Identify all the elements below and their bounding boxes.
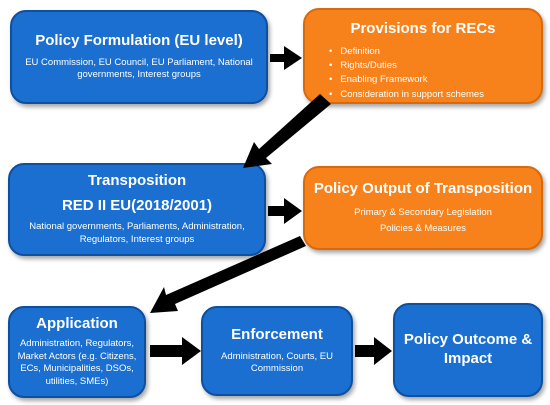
application-subtitle: Administration, Regulators, Market Actor… bbox=[17, 337, 137, 388]
arrow-transposition-to-output bbox=[268, 198, 302, 224]
transposition-title: Transposition bbox=[87, 171, 187, 189]
arrow-application-to-enforcement bbox=[150, 337, 201, 365]
outcome-box: Policy Outcome & Impact bbox=[393, 303, 543, 397]
provisions-box: Provisions for RECs Definition Rights/Du… bbox=[303, 8, 543, 104]
policy-formulation-title: Policy Formulation (EU level) bbox=[35, 31, 243, 49]
provision-item: Definition bbox=[329, 45, 484, 59]
policy-formulation-subtitle: EU Commission, EU Council, EU Parliament… bbox=[25, 56, 253, 81]
policy-output-line-1: Primary & Secondary Legislation bbox=[354, 206, 492, 218]
provisions-list: Definition Rights/Duties Enabling Framew… bbox=[305, 45, 484, 102]
policy-output-box: Policy Output of Transposition Primary &… bbox=[303, 166, 543, 250]
arrow-provisions-to-transposition bbox=[243, 94, 331, 168]
policy-output-title: Policy Output of Transposition bbox=[313, 179, 533, 197]
arrow-enforcement-to-outcome bbox=[355, 337, 392, 365]
provision-item: Enabling Framework bbox=[329, 73, 484, 87]
transposition-subtitle: National governments, Parliaments, Admin… bbox=[29, 221, 245, 246]
outcome-title: Policy Outcome & Impact bbox=[403, 331, 533, 367]
application-box: Application Administration, Regulators, … bbox=[8, 306, 146, 398]
arrow-formulation-to-provisions bbox=[270, 46, 302, 70]
provision-item: Consideration in support schemes bbox=[329, 88, 484, 102]
enforcement-title: Enforcement bbox=[231, 325, 323, 343]
enforcement-box: Enforcement Administration, Courts, EU C… bbox=[201, 306, 353, 396]
enforcement-subtitle: Administration, Courts, EU Commission bbox=[221, 350, 333, 375]
transposition-directive: RED II EU(2018/2001) bbox=[61, 196, 213, 214]
application-title: Application bbox=[36, 315, 118, 332]
policy-formulation-box: Policy Formulation (EU level) EU Commiss… bbox=[10, 10, 268, 104]
provisions-title: Provisions for RECs bbox=[350, 20, 496, 37]
policy-output-line-2: Policies & Measures bbox=[379, 223, 467, 235]
transposition-box: Transposition RED II EU(2018/2001) Natio… bbox=[8, 163, 266, 256]
provision-item: Rights/Duties bbox=[329, 59, 484, 73]
